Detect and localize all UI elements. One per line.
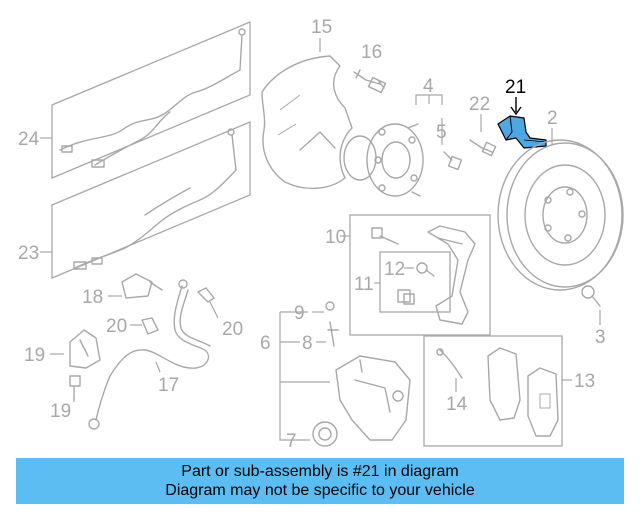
bleeder-screw[interactable]	[327, 321, 339, 347]
callout-20-b: 20	[106, 316, 127, 337]
callout-19: 19	[50, 401, 71, 422]
callout-14: 15	[311, 17, 332, 38]
brake-pads[interactable]	[487, 347, 559, 437]
callout-16: 17	[158, 375, 179, 396]
info-line-1: Part or sub-assembly is #21 in diagram	[181, 463, 459, 480]
callout-3: 4	[423, 76, 434, 97]
callout-20: 20	[222, 319, 243, 340]
callout-17: 18	[82, 287, 103, 308]
callout-18: 19	[24, 345, 45, 366]
guide-pin-box	[379, 251, 451, 313]
parts-diagram: 24 23 15 16 4	[18, 17, 624, 452]
callout-15: 16	[361, 42, 382, 63]
pad-wear-sensor[interactable]	[436, 348, 463, 379]
abs-sensor-wire-upper[interactable]	[51, 21, 251, 179]
callout-12: 13	[574, 371, 595, 392]
callout-4: 5	[436, 122, 447, 143]
shield-bolt[interactable]	[353, 69, 387, 94]
caliper-carrier[interactable]	[427, 225, 476, 325]
rotor-screw[interactable]	[581, 285, 601, 307]
sensor-bolt[interactable]	[469, 139, 497, 157]
brake-dust-shield[interactable]	[261, 55, 353, 190]
info-bar: Part or sub-assembly is #21 in diagram D…	[16, 458, 624, 504]
bleeder-cap[interactable]	[325, 301, 335, 311]
brake-caliper[interactable]	[335, 355, 411, 441]
highlighted-part-21[interactable]	[497, 115, 547, 149]
info-line-2: Diagram may not be specific to your vehi…	[165, 482, 475, 499]
hose-bracket-upper[interactable]	[121, 273, 163, 299]
hose-bracket-lower[interactable]	[69, 329, 101, 369]
hose-clip-upper[interactable]	[197, 287, 215, 303]
callout-21: 21	[505, 77, 526, 98]
abs-sensor-wire-lower[interactable]	[51, 121, 251, 279]
carrier-bolt[interactable]	[371, 227, 399, 245]
callout-7: 8	[302, 333, 313, 354]
callout-11: 12	[384, 259, 405, 280]
brake-rotor[interactable]	[497, 139, 624, 291]
callout-8: 9	[294, 303, 305, 324]
bracket-bolt[interactable]	[69, 375, 81, 401]
callout-6: 7	[286, 431, 297, 452]
callout-1: 2	[547, 108, 558, 129]
hose-clip-lower[interactable]	[141, 317, 159, 335]
brake-pad-box	[423, 335, 563, 447]
hub-bolt[interactable]	[443, 151, 463, 171]
brake-hose[interactable]	[88, 279, 211, 430]
callout-22: 22	[469, 94, 490, 115]
guide-pin[interactable]	[397, 262, 435, 305]
callout-9: 10	[325, 227, 346, 248]
callout-23: 23	[18, 243, 39, 264]
callout-13: 14	[446, 394, 468, 415]
callout-2: 3	[595, 327, 606, 348]
callout-24: 24	[18, 129, 40, 150]
callout-10: 11	[354, 274, 374, 295]
callout-5: 6	[260, 333, 271, 354]
caliper-piston-seal[interactable]	[312, 421, 338, 447]
wheel-hub-assembly[interactable]	[343, 123, 424, 197]
caliper-carrier-box	[349, 214, 491, 336]
